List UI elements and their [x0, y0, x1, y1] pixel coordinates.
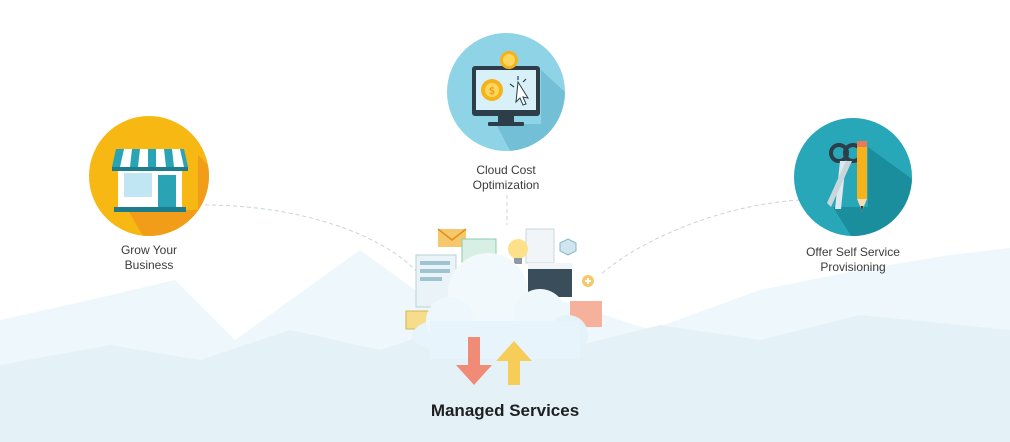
- cloud-shape: [412, 253, 588, 359]
- cloud-upload-download-icon: [405, 228, 602, 385]
- envelope-icon: [437, 228, 467, 247]
- lightbulb-icon: [508, 239, 528, 264]
- node-cloud-cost-label: Cloud Cost Optimization: [456, 163, 556, 193]
- node-grow-business: [88, 115, 210, 237]
- center-illustration: [400, 225, 610, 395]
- grow-label-line2: Business: [124, 258, 174, 272]
- node-self-service-label: Offer Self Service Provisioning: [788, 245, 918, 275]
- self-service-label-line1: Offer Self Service: [806, 245, 900, 259]
- node-cloud-cost: $: [446, 32, 566, 152]
- storefront-icon: [89, 116, 209, 236]
- plus-icon: [582, 275, 594, 287]
- download-arrow-icon: [456, 337, 492, 385]
- self-service-label-line2: Provisioning: [820, 260, 886, 274]
- node-self-service: [793, 117, 913, 237]
- connector-right: [599, 199, 801, 276]
- svg-text:$: $: [489, 86, 495, 97]
- center-title: Managed Services: [430, 401, 580, 420]
- page-icon: [525, 228, 555, 264]
- cloud-cost-label-line2: Optimization: [472, 178, 540, 192]
- cube-icon: [559, 238, 577, 256]
- monitor-coins-cursor-icon: $: [447, 33, 565, 151]
- grow-label-line1: Grow Your: [120, 243, 178, 257]
- mountain-front: [0, 315, 1010, 442]
- scissors-pencil-icon: [794, 118, 912, 236]
- node-grow-business-label: Grow Your Business: [99, 243, 199, 273]
- cloud-cost-label-line1: Cloud Cost: [476, 163, 536, 177]
- connector-left: [204, 204, 421, 276]
- upload-arrow-icon: [496, 341, 532, 385]
